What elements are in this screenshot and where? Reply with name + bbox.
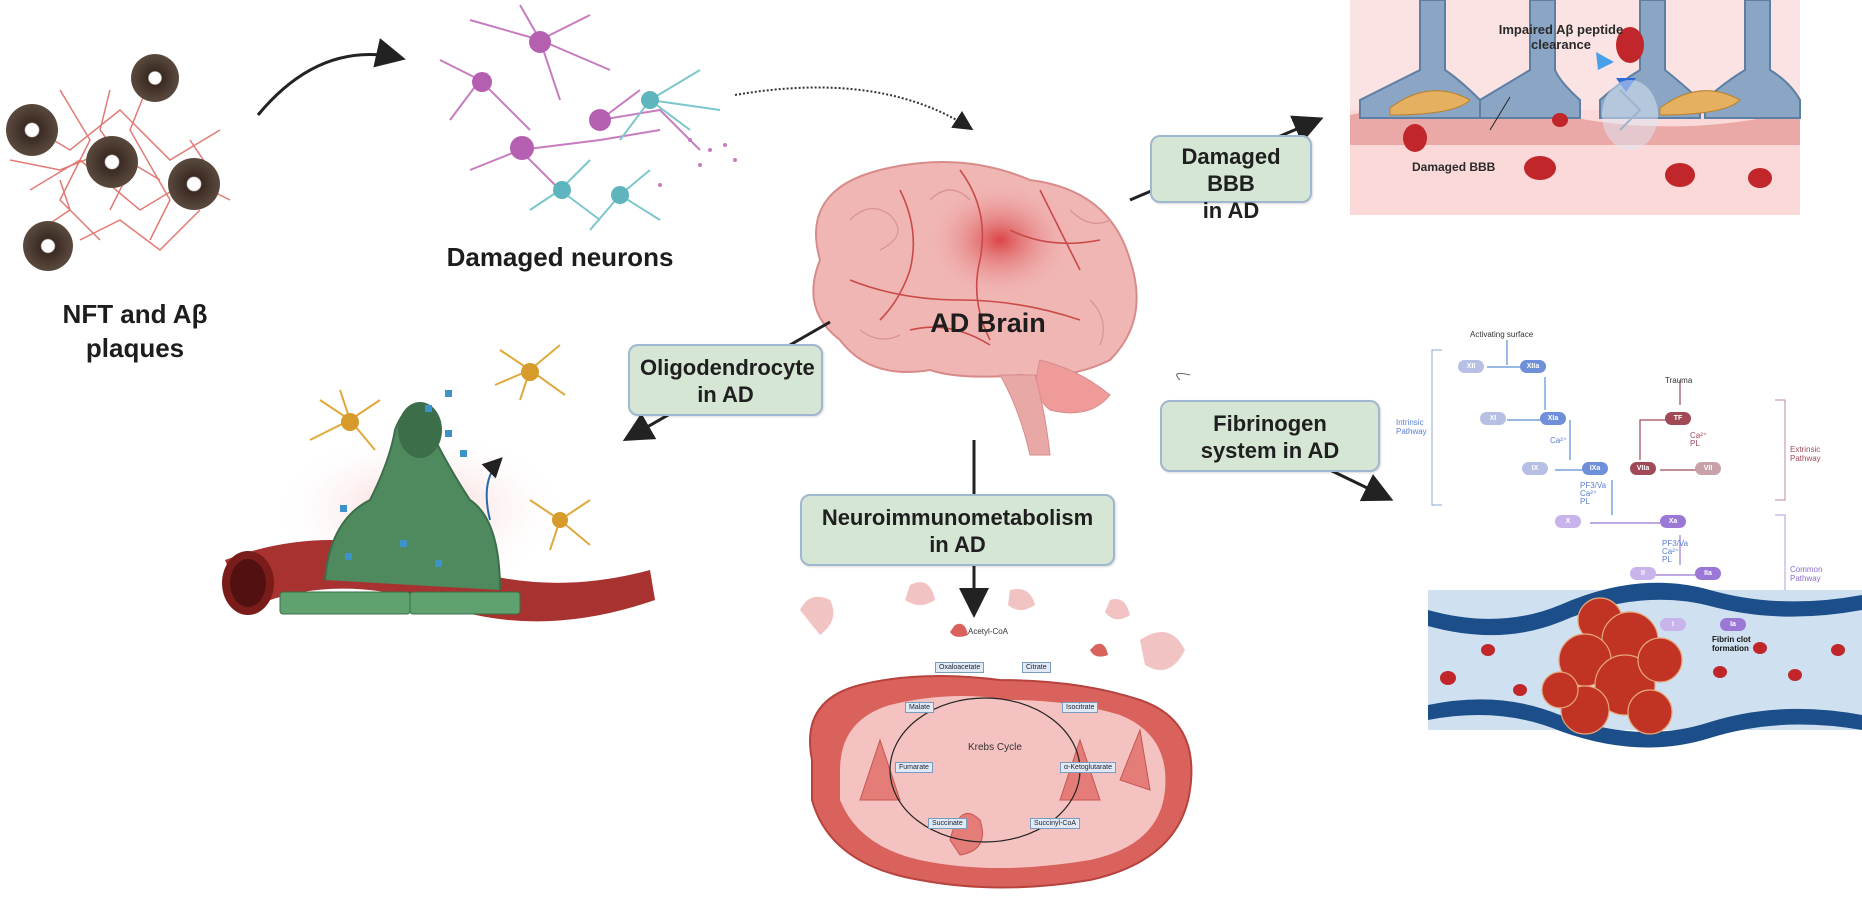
krebs-step-malate: Malate — [905, 702, 935, 713]
coagulation-panel — [1428, 340, 1862, 748]
tangle-fibers — [9, 79, 231, 251]
coag-factor-iia: IIa — [1695, 567, 1721, 580]
cofactor-pf3-2: PF3/Va Ca²⁺ PL — [1662, 539, 1689, 564]
damaged-bbb-box: Damaged BBB in AD — [1150, 135, 1312, 223]
krebs-step-succinate: Succinate — [928, 818, 967, 829]
coag-factor-ii: II — [1630, 567, 1656, 580]
bbb-damaged-label: Damaged BBB — [1412, 160, 1496, 174]
krebs-step-akg: α-Ketoglutarate — [1060, 762, 1117, 773]
oligodendrocyte-box: Oligodendrocyte in AD — [628, 344, 823, 416]
cofactor-pf3-1: PF3/Va Ca²⁺ PL — [1580, 481, 1607, 506]
arrow-to-fibrinogen — [1329, 468, 1394, 502]
coag-factor-xii: XII — [1458, 360, 1484, 373]
fragments — [800, 582, 1185, 670]
coag-factor-i: I — [1660, 618, 1686, 631]
coag-factor-vii: VII — [1695, 462, 1721, 475]
activating-surface-label: Activating surface — [1470, 330, 1534, 339]
nft-plaques-illustration — [6, 54, 231, 271]
fibrin-clot — [1541, 597, 1683, 735]
ad-brain-label: AD Brain — [930, 308, 1046, 338]
coag-factor-xiia: XIIa — [1520, 360, 1546, 373]
damaged-neurons-illustration — [439, 4, 737, 231]
acetyl-coa-label: Acetyl-CoA — [968, 627, 1009, 636]
coag-factor-viia: VIIa — [1630, 462, 1656, 475]
neuroimmunometabolism-box: Neuroimmunometabolism in AD — [800, 494, 1115, 566]
plaque — [168, 158, 220, 210]
fibrinogen-box: Fibrinogen system in AD — [1160, 400, 1380, 472]
fibrin-clot-label: Fibrin clot formation — [1712, 635, 1751, 653]
arrow-neurons-to-brain — [734, 86, 974, 131]
mitochondrion-illustration — [800, 582, 1193, 889]
common-pathway-label: Common Pathway — [1790, 565, 1823, 583]
krebs-step-oxaloacetate: Oxaloacetate — [935, 662, 985, 673]
plaque — [131, 54, 179, 102]
intrinsic-pathway-label: Intrinsic Pathway — [1396, 418, 1427, 436]
damaged-neurons-label: Damaged neurons — [446, 242, 674, 272]
krebs-step-succinyl: Succinyl-CoA — [1030, 818, 1081, 829]
coag-factor-ixa: IXa — [1582, 462, 1608, 475]
plaque — [6, 104, 58, 156]
coag-factor-ia: Ia — [1720, 618, 1746, 631]
oligodendrocyte-illustration — [222, 344, 655, 622]
krebs-step-fumarate: Fumarate — [895, 762, 933, 773]
cofactor-ca-pl: Ca²⁺ PL — [1690, 431, 1708, 448]
ad-brain-illustration — [812, 161, 1138, 456]
coag-factor-xia: XIa — [1540, 412, 1566, 425]
bbb-clearance-label: Impaired Aβ peptide clearance — [1498, 22, 1624, 52]
coag-factor-x: X — [1555, 515, 1581, 528]
coag-factor-xa: Xa — [1660, 515, 1686, 528]
krebs-step-isocitrate: Isocitrate — [1062, 702, 1099, 713]
arrow-plaques-to-neurons — [256, 38, 406, 116]
coag-factor-ix: IX — [1522, 462, 1548, 475]
trauma-label: Trauma — [1665, 376, 1693, 385]
plaque — [86, 136, 138, 188]
coag-factor-tf: TF — [1665, 412, 1691, 425]
extrinsic-pathway-label: Extrinsic Pathway — [1790, 445, 1821, 463]
krebs-cycle-title: Krebs Cycle — [968, 742, 1022, 753]
krebs-step-citrate: Citrate — [1022, 662, 1051, 673]
bbb-panel — [1350, 0, 1801, 215]
plaque — [23, 221, 73, 271]
coag-factor-xi: XI — [1480, 412, 1506, 425]
cofactor-ca: Ca²⁺ — [1550, 436, 1568, 445]
nft-plaques-label: NFT and Aβ plaques — [62, 299, 208, 363]
